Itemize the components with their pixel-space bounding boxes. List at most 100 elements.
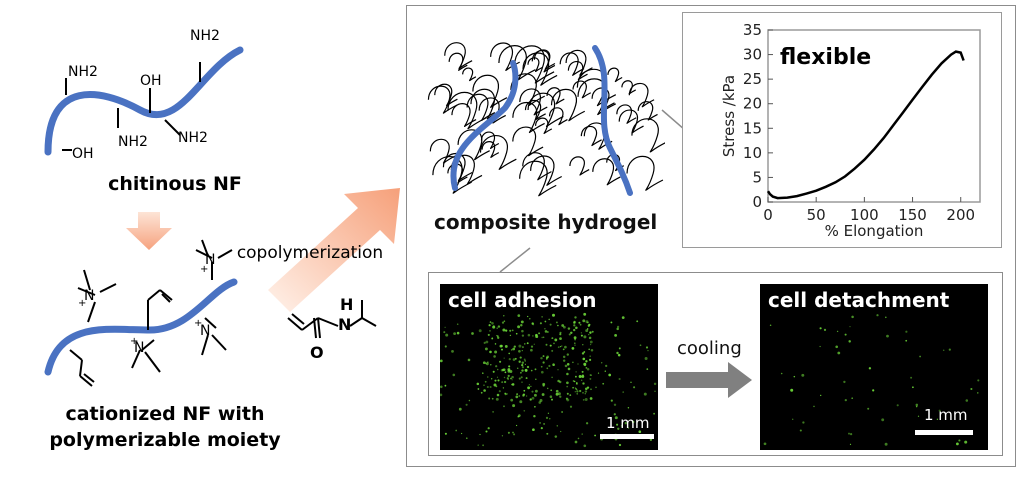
cell-dot bbox=[552, 363, 555, 366]
chitin-group-5: NH2 bbox=[118, 134, 148, 150]
cell-dot bbox=[896, 404, 899, 407]
adhesion-micrograph: cell adhesion 1 mm bbox=[440, 284, 658, 450]
polymer-coil bbox=[481, 141, 500, 158]
cell-dot bbox=[476, 382, 480, 386]
cell-dot bbox=[516, 393, 518, 395]
cell-dot bbox=[443, 331, 446, 334]
cell-dot bbox=[503, 315, 505, 317]
cell-dot bbox=[507, 431, 510, 434]
cell-dot bbox=[504, 344, 508, 348]
cell-dot bbox=[496, 376, 499, 378]
cell-dot bbox=[567, 367, 571, 371]
cell-dot bbox=[506, 377, 509, 380]
cell-dot bbox=[618, 347, 621, 350]
cell-dot bbox=[591, 330, 594, 333]
cell-dot bbox=[502, 328, 506, 332]
cell-dot bbox=[886, 334, 889, 338]
cell-dot bbox=[557, 324, 559, 327]
polymer-coil bbox=[519, 160, 557, 197]
adhesion-title: cell adhesion bbox=[448, 288, 597, 312]
cell-dot bbox=[582, 391, 584, 394]
cell-dot bbox=[440, 385, 443, 389]
cell-dot bbox=[802, 421, 805, 424]
cell-dot bbox=[546, 330, 549, 334]
cell-dot bbox=[849, 432, 853, 436]
cell-dot bbox=[820, 394, 822, 397]
cell-dot bbox=[529, 318, 531, 320]
cell-dot bbox=[584, 364, 587, 367]
polymer-coil bbox=[592, 158, 621, 186]
cell-dot bbox=[519, 400, 523, 404]
cell-dot bbox=[601, 362, 603, 364]
cell-dot bbox=[444, 384, 447, 387]
cell-dot bbox=[589, 331, 592, 334]
cell-dot bbox=[573, 321, 576, 324]
cell-dot bbox=[574, 440, 578, 444]
cell-dot bbox=[577, 437, 580, 440]
cell-dot bbox=[485, 340, 489, 344]
cell-dot bbox=[583, 312, 587, 316]
cell-dot bbox=[578, 321, 581, 324]
cation-plus-2: + bbox=[130, 336, 138, 347]
cell-dot bbox=[526, 365, 530, 369]
cell-dot bbox=[553, 342, 555, 345]
cell-dot bbox=[510, 349, 513, 351]
cell-dot bbox=[769, 324, 772, 327]
cell-dot bbox=[551, 398, 553, 401]
cell-dot bbox=[524, 343, 526, 345]
cell-dot bbox=[546, 367, 549, 370]
cell-dot bbox=[570, 331, 573, 335]
cell-dot bbox=[627, 407, 630, 409]
cell-dot bbox=[574, 342, 576, 344]
cell-dot bbox=[647, 349, 649, 352]
cell-dot bbox=[566, 398, 570, 402]
cell-dot bbox=[849, 443, 852, 446]
cell-dot bbox=[468, 399, 471, 402]
cell-dot bbox=[523, 358, 526, 361]
cell-dot bbox=[491, 337, 494, 340]
cell-dot bbox=[559, 395, 562, 398]
cell-dot bbox=[503, 320, 506, 322]
detachment-micrograph: cell detachment 1 mm bbox=[760, 284, 988, 450]
cell-dot bbox=[505, 329, 508, 332]
x-tick-label: 100 bbox=[850, 206, 879, 224]
polymer-coil bbox=[546, 87, 565, 105]
cell-dot bbox=[501, 381, 504, 384]
cell-dot bbox=[556, 425, 559, 427]
cell-dot bbox=[494, 343, 497, 345]
cell-dot bbox=[486, 385, 489, 389]
cell-dot bbox=[542, 361, 545, 364]
cell-dot bbox=[546, 432, 549, 435]
cell-dot bbox=[478, 329, 482, 333]
polymer-coil bbox=[527, 92, 564, 128]
cell-dot bbox=[575, 375, 577, 378]
cell-dot bbox=[544, 320, 547, 323]
cell-dot bbox=[851, 397, 854, 400]
cell-dot bbox=[539, 399, 543, 402]
cell-dot bbox=[501, 368, 505, 372]
cell-dot bbox=[576, 393, 578, 395]
cell-dot bbox=[496, 368, 499, 371]
cell-dot bbox=[511, 329, 514, 332]
cell-dot bbox=[460, 432, 463, 435]
cell-dot bbox=[881, 418, 885, 422]
cell-dot bbox=[636, 320, 639, 323]
cell-dot bbox=[515, 424, 518, 427]
cell-dot bbox=[559, 337, 562, 340]
cell-dot bbox=[479, 433, 481, 436]
cell-dot bbox=[533, 414, 536, 418]
cell-dot bbox=[586, 328, 589, 330]
cell-dot bbox=[654, 390, 656, 392]
cell-dot bbox=[456, 331, 460, 335]
cell-dot bbox=[616, 351, 619, 355]
polymer-coil bbox=[527, 57, 543, 73]
cell-dot bbox=[521, 361, 525, 365]
cell-dot bbox=[574, 316, 577, 319]
cell-dot bbox=[483, 389, 486, 392]
cell-dot bbox=[512, 358, 516, 361]
cell-dot bbox=[523, 409, 526, 412]
cell-dot bbox=[819, 345, 821, 348]
cell-dot bbox=[440, 393, 443, 397]
copolymerization-label: copolymerization bbox=[237, 243, 383, 263]
cell-dot bbox=[526, 342, 529, 345]
